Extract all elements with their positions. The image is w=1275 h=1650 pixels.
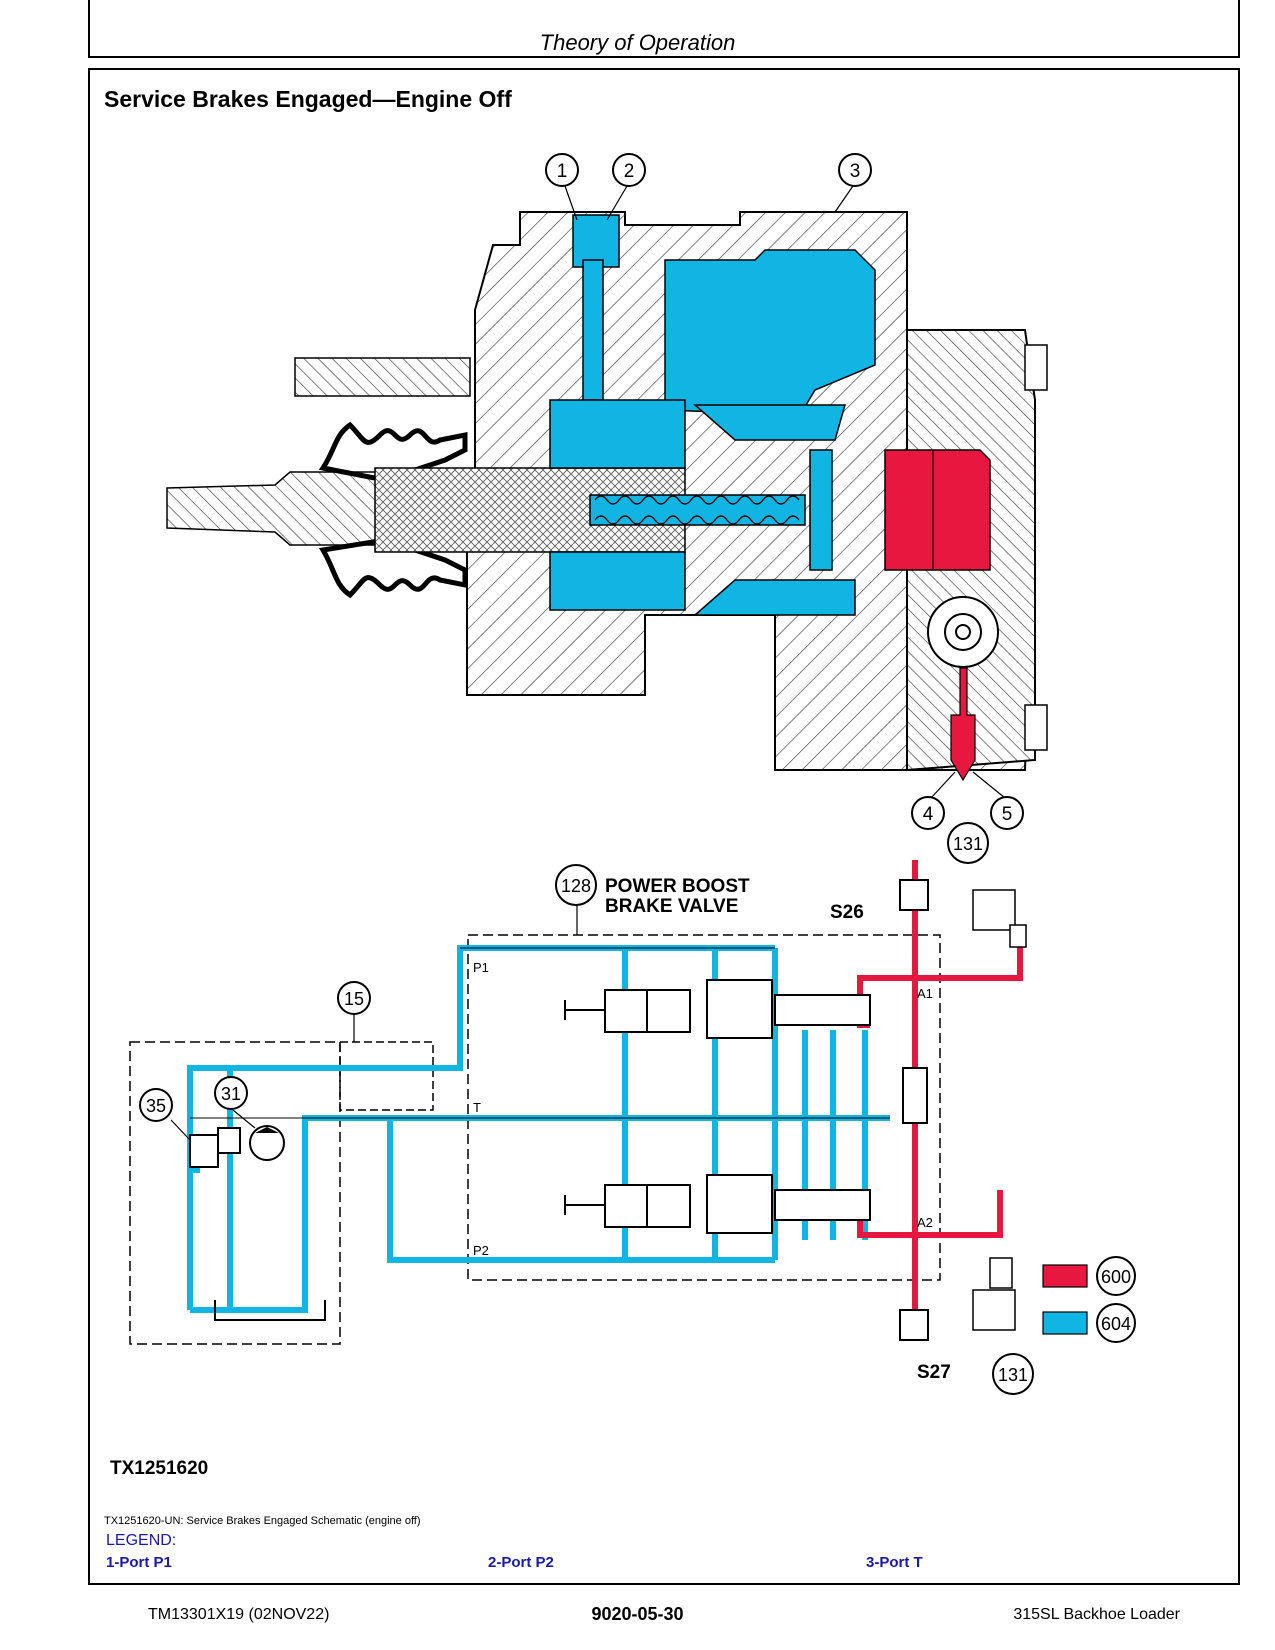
callout-2: 2 [612, 153, 646, 187]
svg-text:31: 31 [221, 1084, 241, 1104]
svg-text:5: 5 [1002, 804, 1013, 825]
spring [594, 495, 800, 525]
center-spring [902, 1067, 928, 1124]
pump-31 [249, 1125, 285, 1161]
valve-title-line1: POWER BOOST [605, 876, 750, 897]
callout-128: 128 [555, 864, 597, 906]
swatch-604 [1042, 1311, 1088, 1335]
callout-15: 15 [337, 981, 371, 1015]
callout-4: 4 [911, 796, 945, 830]
tank [214, 1300, 326, 1321]
header-title: Theory of Operation [539, 30, 736, 55]
callout-5: 5 [990, 796, 1024, 830]
hydraulic-schematic: P1 T P2 A1 A2 S26 S27 POWER BOOST BRAKE … [129, 822, 1136, 1395]
red-sensor [950, 667, 976, 782]
svg-text:131: 131 [953, 834, 983, 854]
svg-text:128: 128 [561, 876, 591, 896]
port-p1: P1 [473, 960, 489, 975]
callout-1: 1 [545, 153, 579, 187]
legend-title: LEGEND: [106, 1532, 177, 1549]
callout-35: 35 [139, 1088, 173, 1122]
switch-s26 [899, 879, 929, 911]
legend-item-port-t: 3-Port T [866, 1554, 923, 1571]
blue-oil-passages [549, 214, 876, 616]
svg-text:600: 600 [1101, 1267, 1131, 1287]
upper-spool [564, 979, 871, 1039]
port-p2: P2 [473, 1243, 489, 1258]
callout-600: 600 [1096, 1256, 1136, 1296]
mounting-bolt [294, 357, 471, 397]
svg-text:35: 35 [146, 1096, 166, 1116]
callout-3: 3 [838, 153, 872, 187]
valve-title-line2: BRAKE VALVE [605, 896, 738, 917]
svg-text:15: 15 [344, 989, 364, 1009]
callout-131-top: 131 [947, 822, 989, 864]
port-a2: A2 [917, 1215, 933, 1230]
callout-131-bottom: 131 [992, 1353, 1034, 1395]
figure-id: TX1251620 [110, 1458, 209, 1479]
svg-text:604: 604 [1101, 1314, 1131, 1334]
svg-text:1: 1 [557, 161, 568, 182]
header-frame [88, 0, 1240, 58]
rubber-boot [318, 421, 468, 599]
legend-item-port-p1: 1-Port P1 [106, 1554, 172, 1571]
red-chamber [884, 449, 991, 571]
swatch-600 [1042, 1264, 1088, 1288]
figure-caption: TX1251620-UN: Service Brakes Engaged Sch… [104, 1515, 421, 1527]
section-title: Service Brakes Engaged—Engine Off [104, 86, 512, 112]
port-a1: A1 [917, 986, 933, 1001]
footer-model: 315SL Backhoe Loader [1013, 1606, 1180, 1623]
cutaway-illustration [166, 211, 1048, 782]
footer-doc-id: TM13301X19 (02NOV22) [148, 1606, 330, 1623]
port-t: T [473, 1100, 481, 1115]
pump-boundary [129, 1041, 341, 1345]
svg-text:131: 131 [998, 1365, 1028, 1385]
footer-page-number: 9020-05-30 [591, 1604, 684, 1624]
callout-31: 31 [214, 1076, 248, 1110]
valve-boundary [467, 934, 941, 1281]
manifold-boundary [339, 1041, 434, 1111]
lower-spool [564, 1174, 871, 1234]
relief-valve-35 [189, 1134, 219, 1168]
switch-s27-label: S27 [917, 1362, 951, 1383]
svg-text:3: 3 [850, 161, 861, 182]
content-frame [88, 68, 1240, 1585]
brake-cylinder-131-top [972, 889, 1027, 948]
svg-text:4: 4 [923, 804, 934, 825]
switch-s26-label: S26 [830, 902, 864, 923]
callout-604: 604 [1096, 1303, 1136, 1343]
brake-cylinder-131-bottom [972, 1257, 1016, 1331]
brake-valve-figure: 1 2 3 4 5 [129, 153, 1136, 1395]
svg-text:2: 2 [624, 161, 635, 182]
valve-housing [466, 211, 1031, 771]
legend-item-port-p2: 2-Port P2 [488, 1554, 554, 1571]
upper-callouts: 1 2 3 4 5 [545, 153, 1024, 830]
switch-s27 [899, 1309, 929, 1341]
